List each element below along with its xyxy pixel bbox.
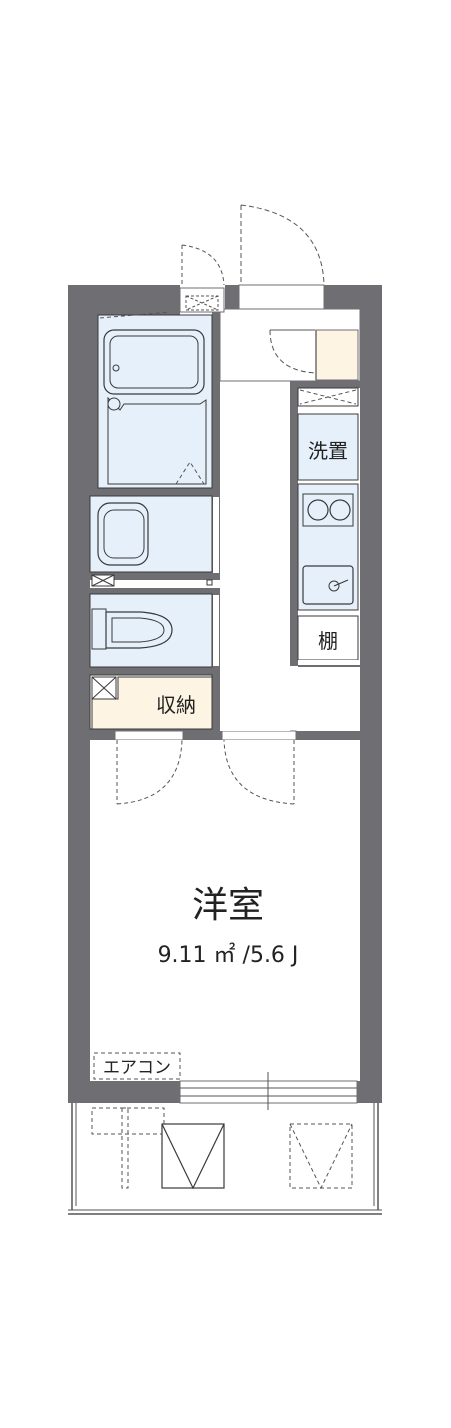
vent-door-top — [179, 244, 225, 313]
balcony — [68, 1103, 382, 1215]
washroom — [89, 495, 283, 586]
storage-closet: 収納 — [89, 674, 213, 730]
kitchen-column: 洗置 棚 — [297, 387, 360, 731]
balcony-window — [179, 1072, 358, 1110]
western-room-label: 洋室 — [192, 885, 264, 926]
bathroom — [97, 311, 213, 489]
aircon-label: エアコン — [103, 1058, 171, 1078]
toilet — [89, 593, 283, 668]
entrance — [219, 204, 361, 382]
shelf-label: 棚 — [318, 629, 338, 653]
outer-walls — [68, 285, 382, 1103]
vent-mark-1 — [91, 574, 115, 587]
western-room: 洋室 9.11 ㎡ /5.6 J エアコン — [90, 739, 360, 1081]
western-room-area: 9.11 ㎡ /5.6 J — [158, 942, 299, 968]
storage-label: 収納 — [156, 693, 196, 717]
washer-label: 洗置 — [308, 439, 348, 463]
